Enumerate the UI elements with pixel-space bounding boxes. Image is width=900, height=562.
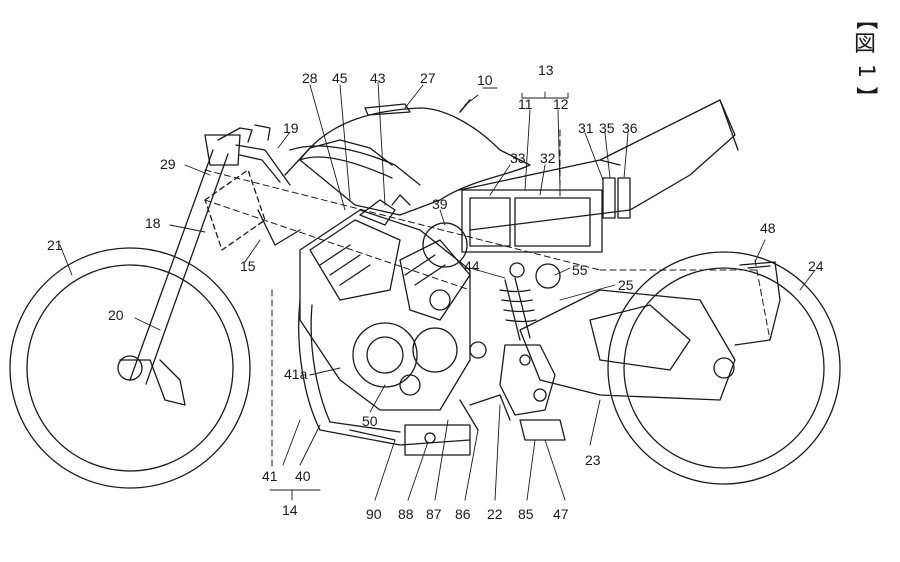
figure-bracket-close: 】 [853,85,878,108]
electrical-box [461,177,631,253]
fuel-tank [299,103,531,216]
ref-label: 15 [240,258,256,274]
linkage [459,341,566,441]
ref-label: 11 [518,96,533,112]
front-wheel [9,247,251,489]
ref-label: 31 [578,120,594,136]
ref-label: 48 [760,220,776,236]
ref-label: 87 [426,506,442,522]
ref-label: 50 [362,413,378,429]
leader-lines [59,81,816,501]
ref-label: 85 [518,506,534,522]
ref-label: 19 [283,120,299,136]
ref-label: 18 [145,215,161,231]
ref-label: 40 [295,468,311,484]
figure-title: 【 図 1 】 [848,6,882,110]
rear-wheel [607,251,841,485]
exhaust [298,299,471,456]
airbox [359,194,561,289]
ref-label: 88 [398,506,414,522]
ref-label: 21 [47,237,63,253]
ref-label: 33 [510,150,526,166]
ref-label: 29 [160,156,176,172]
ref-label: 25 [618,277,634,293]
ref-label: 90 [366,506,382,522]
main-frame [289,145,421,186]
ref-label: 14 [282,502,298,518]
ref-label: 43 [370,70,386,86]
ref-label: 55 [572,262,588,278]
ref-label: 47 [553,506,569,522]
ref-label: 13 [538,62,554,78]
ref-label: 32 [540,150,556,166]
figure-kanji: 図 [853,32,876,57]
ref-label: 22 [487,506,503,522]
swingarm [519,289,736,401]
figure-bracket-open: 【 [853,7,878,30]
rear-shock [499,277,537,341]
ref-label: 23 [585,452,601,468]
ref-label: 86 [455,506,471,522]
ref-label: 27 [420,70,436,86]
ref-label: 35 [599,120,615,136]
ref-label: 12 [553,96,569,112]
ref-label: 41a [284,366,308,382]
ref-label: 28 [302,70,318,86]
reference-lines [204,129,771,471]
rear-fender [734,261,781,346]
front-fork [119,134,301,406]
engine [299,209,471,411]
ref-label: 36 [622,120,638,136]
ref-label: 44 [464,258,480,274]
ref-label: 39 [432,196,448,212]
ref-label: 24 [808,258,824,274]
ref-label: 20 [108,307,124,323]
ref-label: 45 [332,70,348,86]
ref-label: 41 [262,468,278,484]
ref-label: 10 [477,72,493,88]
